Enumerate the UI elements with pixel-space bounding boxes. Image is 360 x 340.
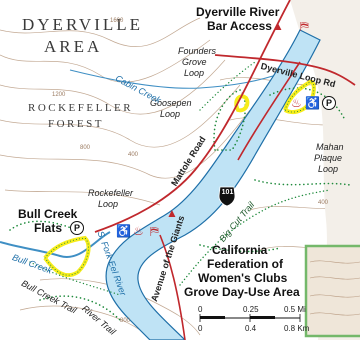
area-title-line1: DYERVILLE [22, 15, 144, 34]
elevation-label: 400 [128, 152, 139, 158]
boat-launch-icon[interactable]: ▲ [272, 19, 284, 33]
rockefeller-loop-line2: Loop [98, 199, 119, 209]
bull-creek-trail-line [29, 261, 121, 296]
elevation-label: 400 [318, 200, 329, 206]
area-title-line2: AREA [44, 37, 103, 56]
scale-km-04: 0.4 [245, 324, 257, 333]
forest-title-line2: FOREST [48, 118, 104, 130]
inset-box [304, 244, 360, 338]
eel-river-water [105, 29, 321, 340]
elevation-label: 1600 [110, 18, 124, 24]
scale-mile-025: 0.25 [243, 305, 259, 314]
forest-title-line1: ROCKEFELLER [28, 102, 134, 114]
scale-km-0: 0 [198, 324, 203, 333]
bull-creek-flats-line1: Bull Creek [18, 207, 78, 221]
scale-km-08: 0.8 Km [284, 324, 310, 333]
inset-contours [309, 260, 360, 316]
scale-bar [199, 314, 301, 322]
scale-mile-05: 0.5 Mi [284, 305, 306, 314]
accessible-icon[interactable]: ♿ [305, 96, 320, 110]
mahan-line2: Plaque [314, 153, 343, 163]
federation-line4: Grove Day-Use Area [184, 285, 300, 299]
federation-line2: Federation of [207, 257, 284, 271]
dyerville-loop-road-line [214, 54, 356, 86]
elevation-label: 800 [80, 145, 91, 151]
goosepen-trail-line [199, 61, 256, 111]
mahan-line1: Mahan [316, 142, 344, 152]
rockefeller-loop-line1: Rockefeller [88, 188, 134, 198]
cabin-creek-line [69, 69, 291, 89]
river-bar-access-line1: Dyerville River [196, 5, 280, 19]
contour-lines [0, 17, 360, 336]
founders-line3: Loop [184, 68, 205, 78]
mahan-line3: Loop [318, 164, 339, 174]
bull-creek-line [0, 231, 111, 259]
highway-101-shield [218, 186, 236, 207]
elevation-label: 800 [120, 318, 131, 324]
avenue-of-giants-line [159, 234, 186, 340]
goosepen-loop-highlight [234, 94, 250, 113]
elevation-label: 1200 [52, 92, 66, 98]
founders-loop-highlight [283, 79, 316, 115]
federation-picnic-icon[interactable]: ⛿ [150, 224, 159, 238]
federation-line3: Women's Clubs [198, 271, 288, 285]
highway-101-line [237, 61, 301, 161]
picnic-table-icon[interactable]: ⛿ [300, 19, 309, 33]
founders-parking-icon[interactable]: P [322, 96, 336, 110]
goosepen-line2: Loop [160, 109, 181, 119]
mattole-road-line [94, 0, 291, 233]
bull-creek-parking-icon[interactable]: P [70, 221, 84, 235]
federation-accessible-icon[interactable]: ♿ [116, 224, 131, 238]
scale-mile-0: 0 [198, 305, 203, 314]
restroom-icon[interactable]: ♨ [291, 96, 302, 110]
river-bar-access-line2: Bar Access [207, 19, 272, 33]
goosepen-line1: Goosepen [150, 98, 192, 108]
federation-restroom-icon[interactable]: ♨ [133, 224, 144, 238]
highway-101-number: 101 [221, 189, 234, 196]
founders-line2: Grove [182, 57, 207, 67]
founders-line1: Founders [178, 46, 217, 56]
federation-line1: California [212, 243, 268, 257]
federation-boat-icon[interactable]: ▲ [166, 206, 178, 220]
big-cut-trail-line [179, 189, 331, 286]
bull-creek-flats-line2: Flats [34, 221, 63, 235]
rockefeller-loop-highlight [43, 235, 91, 278]
